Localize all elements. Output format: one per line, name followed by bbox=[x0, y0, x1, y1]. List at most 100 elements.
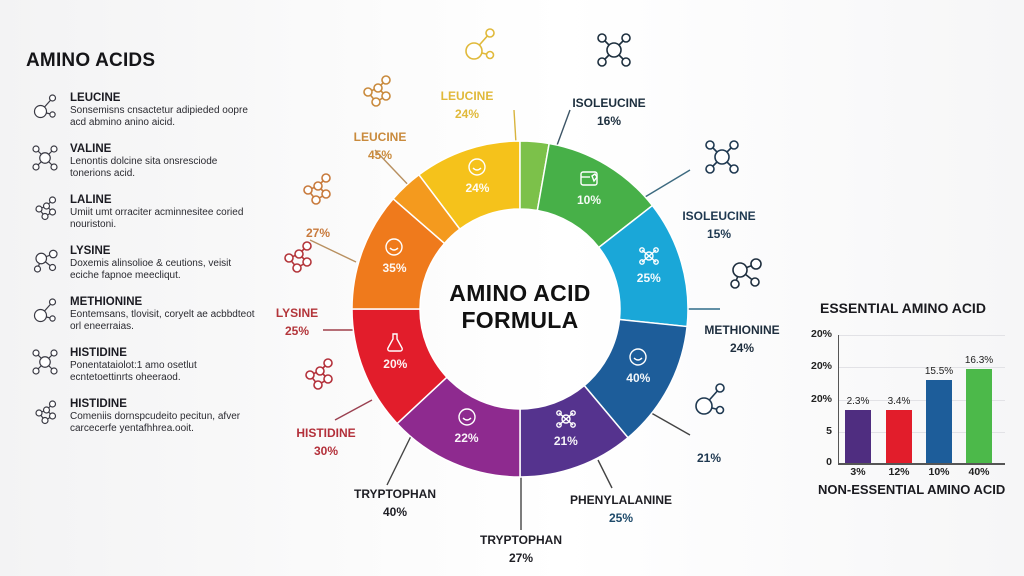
list-item-description: Lenontis dolcine sita onsresciode toneri… bbox=[70, 156, 218, 179]
list-item-name: HISTIDINE bbox=[70, 347, 127, 359]
callout-value: 27% bbox=[305, 226, 331, 240]
bar-value-label: 15.5% bbox=[924, 366, 954, 377]
flask-icon bbox=[384, 331, 406, 358]
segment-value-label: 35% bbox=[382, 261, 407, 276]
gridline bbox=[838, 400, 1005, 401]
molecule-icon bbox=[30, 194, 60, 224]
gridline bbox=[838, 432, 1005, 433]
callout-methionine: METHIONINE 24% bbox=[704, 321, 779, 357]
bar-value-label: 3.4% bbox=[887, 396, 911, 407]
x-tick-label: 3% bbox=[850, 466, 866, 478]
molecule-icon bbox=[298, 355, 338, 400]
bar-value-label: 16.3% bbox=[964, 355, 994, 366]
molecule-icon bbox=[690, 380, 730, 425]
list-item-description: Sonsemisns cnsactetur adipieded oopre ac… bbox=[70, 105, 248, 128]
bar-value-label: 2.3% bbox=[846, 396, 870, 407]
molecule-icon bbox=[555, 408, 577, 435]
fruit-icon bbox=[466, 155, 488, 182]
connector-line bbox=[555, 109, 571, 149]
callout-value: 30% bbox=[313, 444, 339, 458]
list-item-description: Comeniis dornspcudeito pecitun, afver ca… bbox=[70, 411, 241, 434]
y-tick-label: 0 bbox=[826, 456, 832, 468]
connector-line bbox=[597, 459, 613, 489]
list-item-description: Umiit umt orraciter acminnesitee coried … bbox=[70, 207, 244, 230]
callout-name: ISOLEUCINE bbox=[572, 96, 646, 110]
y-tick-label: 20% bbox=[810, 328, 832, 340]
list-item-name: METHIONINE bbox=[70, 296, 143, 308]
list-item-name: LEUCINE bbox=[70, 92, 121, 104]
molecule-icon bbox=[30, 347, 60, 377]
segment-value-label: 40% bbox=[626, 370, 651, 385]
list-item-description: Eontemsans, tlovisit, coryelt ae acbbdte… bbox=[70, 309, 255, 332]
connector-line bbox=[334, 399, 373, 421]
callout-name: TRYPTOPHAN bbox=[353, 487, 437, 501]
bar bbox=[926, 380, 952, 463]
y-tick-label: 20% bbox=[810, 393, 832, 405]
callout-unnamed-21: 21% bbox=[697, 449, 721, 467]
bar-chart-x-title: NON-ESSENTIAL AMINO ACID bbox=[818, 482, 1006, 497]
bowl-icon bbox=[383, 235, 405, 262]
x-axis bbox=[838, 463, 1005, 465]
list-item-name: VALINE bbox=[70, 143, 112, 155]
molecule-icon bbox=[460, 25, 500, 70]
callout-name: ISOLEUCINE bbox=[682, 209, 756, 223]
x-tick-label: 12% bbox=[888, 466, 910, 478]
segment-value-label: 10% bbox=[576, 193, 602, 208]
molecule-icon bbox=[30, 398, 60, 428]
callout-name: METHIONINE bbox=[704, 323, 780, 337]
segment-value-label: 22% bbox=[454, 430, 479, 445]
molecule-icon bbox=[725, 252, 765, 297]
list-item-name: HISTIDINE bbox=[70, 398, 127, 410]
callout-leucine-top: LEUCINE 24% bbox=[441, 87, 494, 123]
molecule-icon bbox=[277, 238, 317, 283]
x-tick-label: 40% bbox=[968, 466, 990, 478]
callout-name: LYSINE bbox=[275, 306, 319, 320]
callout-value: 25% bbox=[284, 324, 310, 338]
molecule-icon bbox=[30, 143, 60, 173]
bar bbox=[966, 369, 992, 463]
left-panel-title: AMINO ACIDS bbox=[26, 50, 156, 71]
gridline bbox=[838, 335, 1005, 336]
segment-value-label: 25% bbox=[636, 271, 661, 286]
molecule-icon bbox=[638, 245, 660, 272]
callout-name: LEUCINE bbox=[440, 89, 494, 103]
gridline bbox=[838, 367, 1005, 368]
list-item-name: LALINE bbox=[70, 194, 112, 206]
center-title-line1: AMINO ACID bbox=[449, 280, 591, 306]
molecule-icon bbox=[30, 92, 60, 122]
kidney-icon bbox=[627, 345, 649, 372]
molecule-icon bbox=[296, 170, 336, 215]
bar bbox=[886, 410, 912, 463]
callout-value: 24% bbox=[729, 341, 755, 355]
callout-value: 24% bbox=[454, 107, 480, 121]
list-item-description: Ponentataiolot:1 amo osetlut ecntetoetti… bbox=[70, 360, 197, 383]
food-icon bbox=[456, 405, 478, 432]
connector-line bbox=[309, 239, 357, 263]
donut-center-title: AMINO ACID FORMULA bbox=[420, 280, 620, 334]
list-item-description: Doxemis alinsolioe & ceutions, veisit ec… bbox=[70, 258, 232, 281]
y-tick-label: 20% bbox=[810, 360, 832, 372]
wallet-icon bbox=[578, 167, 600, 194]
callout-value: 15% bbox=[706, 227, 732, 241]
callout-lysine: LYSINE 25% bbox=[276, 304, 318, 340]
callout-name: PHENYLALANINE bbox=[569, 493, 673, 507]
y-axis bbox=[838, 335, 839, 463]
segment-value-label: 24% bbox=[465, 180, 490, 195]
list-item-name: LYSINE bbox=[70, 245, 111, 257]
molecule-icon bbox=[30, 296, 60, 326]
callout-name: LEUCINE bbox=[353, 130, 407, 144]
callout-value: 25% bbox=[608, 511, 634, 525]
molecule-icon bbox=[30, 245, 60, 275]
y-tick-label: 5 bbox=[826, 425, 832, 437]
